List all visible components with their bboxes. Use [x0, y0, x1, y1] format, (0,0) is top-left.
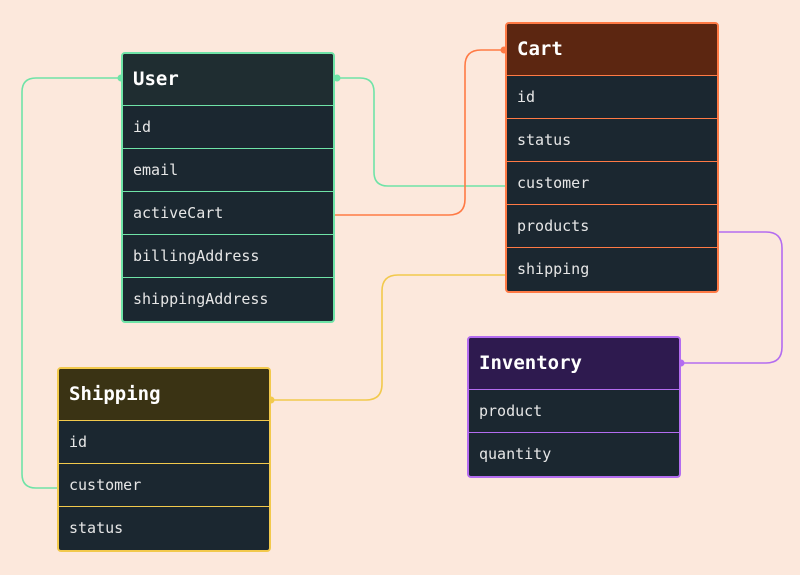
- field-id: id: [123, 106, 333, 149]
- entity-title: User: [123, 54, 333, 106]
- relation-cart-products-to-inventory: [681, 231, 783, 364]
- field-email: email: [123, 149, 333, 192]
- entity-cart[interactable]: Cart id status customer products shippin…: [505, 22, 719, 293]
- entity-title: Shipping: [59, 369, 269, 421]
- field-status: status: [69, 519, 124, 537]
- field-products: products: [507, 205, 717, 248]
- field-customer: customer: [507, 162, 717, 205]
- field-id: id: [507, 76, 717, 119]
- field-status: status: [507, 119, 717, 162]
- field-customer: customer: [59, 464, 269, 507]
- relation-cart-customer-to-user: [337, 77, 505, 187]
- field-product: product: [469, 390, 679, 433]
- field-id: id: [59, 421, 269, 464]
- relation-shipping-customer-to-user: [21, 77, 121, 489]
- entity-inventory[interactable]: Inventory product quantity: [467, 336, 681, 478]
- entity-title: Cart: [507, 24, 717, 76]
- entity-title: Inventory: [469, 338, 679, 390]
- relation-cart-shipping-to-shipping: [271, 274, 505, 401]
- relation-end-dot: [333, 74, 341, 82]
- entity-shipping[interactable]: Shipping id customer status: [57, 367, 271, 552]
- field-quantity: quantity: [479, 445, 552, 463]
- relation-user-activecart-to-cart: [335, 49, 504, 216]
- field-billing-address: billingAddress: [123, 235, 333, 278]
- field-active-cart: activeCart: [123, 192, 333, 235]
- entity-user[interactable]: User id email activeCart billingAddress …: [121, 52, 335, 323]
- field-shipping-address: shippingAddress: [133, 290, 269, 308]
- field-shipping: shipping: [517, 260, 590, 278]
